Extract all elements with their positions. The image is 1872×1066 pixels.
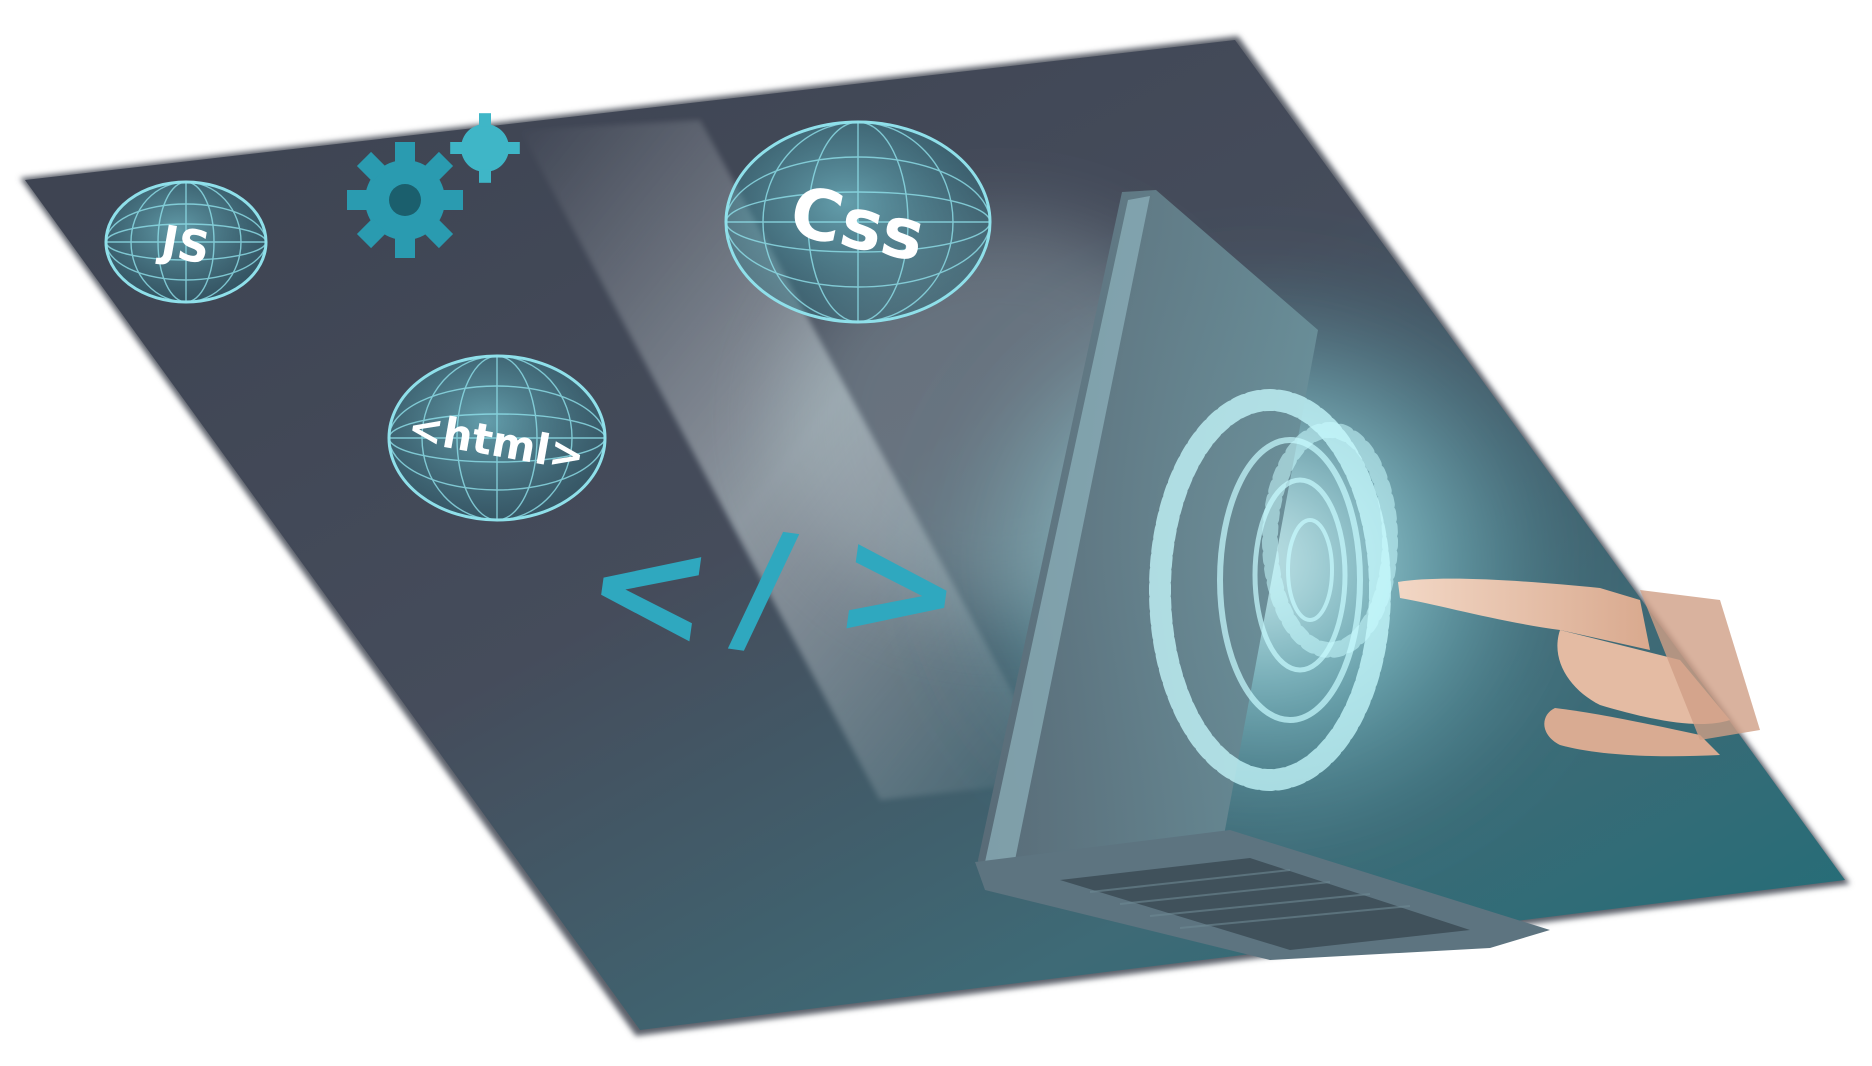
gear-icon	[347, 113, 520, 258]
code-gt: >	[825, 494, 974, 684]
code-lt: <	[575, 494, 724, 684]
js-globe-icon: JS	[104, 180, 268, 304]
code-tag-icon: < / >	[575, 494, 974, 684]
laptop-icon	[975, 190, 1550, 960]
fingerprint-icon	[1149, 389, 1398, 791]
js-label: JS	[154, 216, 213, 275]
html-globe-icon: <html>	[387, 354, 607, 522]
css-globe-icon: Css	[724, 120, 992, 324]
hand-icon	[1398, 578, 1760, 757]
